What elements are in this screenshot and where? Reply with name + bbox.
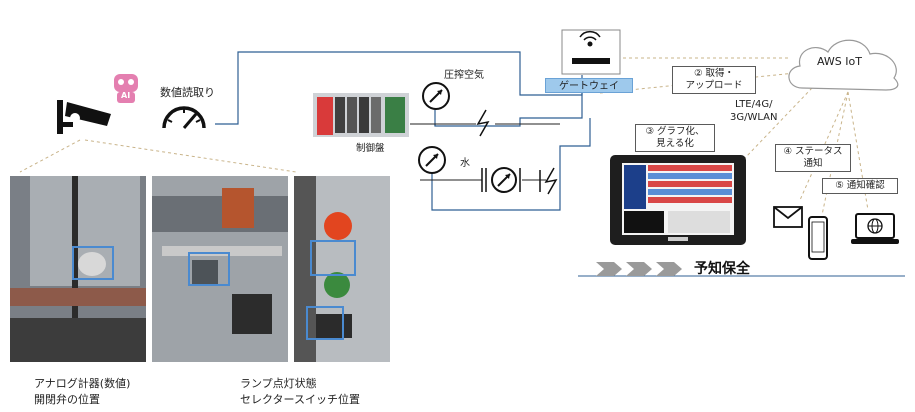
step5-label: ⑤ 通知確認 bbox=[822, 178, 898, 194]
photo-analog-meter bbox=[10, 176, 146, 362]
caption-left: アナログ計器(数値) 開閉弁の位置 bbox=[34, 377, 131, 406]
photo-valve-panel bbox=[152, 176, 288, 362]
step3-label: ③ グラフ化、 見える化 bbox=[635, 124, 715, 152]
predictive-label: 予知保全 bbox=[694, 261, 750, 277]
pressure-gauge-icon bbox=[481, 167, 521, 193]
gateway-label: ゲートウェイ bbox=[545, 78, 633, 93]
pneumatic-label: 圧搾空気 bbox=[444, 70, 484, 81]
arrow-chevrons-icon bbox=[596, 262, 682, 276]
ai-badge: AI bbox=[121, 91, 131, 100]
smartphone-icon bbox=[808, 216, 828, 260]
reading-label: 数値読取り bbox=[160, 86, 215, 99]
lightning-icon bbox=[476, 109, 490, 137]
camera-icon bbox=[57, 100, 111, 134]
pressure-gauge-icon bbox=[418, 146, 446, 174]
ai-robot-icon: AI bbox=[111, 70, 141, 104]
step4-label: ④ ステータス 通知 bbox=[775, 144, 851, 172]
gauge-icon bbox=[162, 106, 206, 129]
lightning-icon bbox=[539, 167, 558, 195]
pressure-gauge-icon bbox=[422, 82, 450, 110]
plc-icon bbox=[313, 93, 409, 137]
panel-label: 制御盤 bbox=[356, 143, 385, 154]
laptop-icon bbox=[851, 213, 899, 244]
cloud-icon bbox=[788, 39, 899, 91]
step2-label: ② 取得・ アップロード bbox=[672, 66, 756, 94]
monitor-icon bbox=[610, 155, 746, 245]
photo-lamp-switch bbox=[294, 176, 390, 362]
router-icon bbox=[561, 29, 621, 75]
cloud-label: AWS IoT bbox=[817, 55, 862, 68]
caption-right: ランプ点灯状態 セレクタースイッチ位置 bbox=[240, 377, 361, 406]
mail-icon bbox=[773, 206, 803, 228]
water-label: 水 bbox=[460, 158, 470, 169]
network-label: LTE/4G/ 3G/WLAN bbox=[730, 99, 778, 123]
